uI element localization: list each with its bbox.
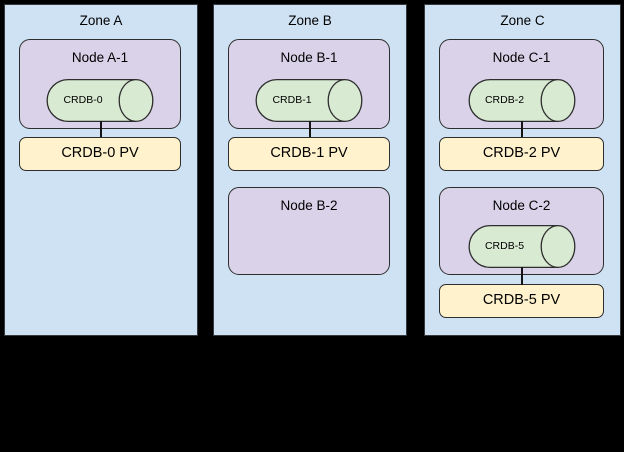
node-b1: Node B-1 CRDB-1 <box>228 39 390 129</box>
crdb-5-database-cylinder-icon: CRDB-5 <box>468 225 575 268</box>
node-a1-label: Node A-1 <box>71 50 129 65</box>
zone-c: Zone C Node C-1 CRDB-2 CRDB-2 PV Node C-… <box>424 4 621 336</box>
crdb-2-pod-label: CRDB-2 <box>484 94 525 106</box>
crdb-5-pv-box: CRDB-5 PV <box>439 284 604 318</box>
node-c1: Node C-1 CRDB-2 <box>439 39 604 129</box>
node-c2-label: Node C-2 <box>492 198 551 213</box>
node-b2-label: Node B-2 <box>280 198 338 213</box>
crdb-1-database-cylinder-icon: CRDB-1 <box>255 79 363 122</box>
zone-a: Zone A Node A-1 CRDB-0 CRDB-0 PV <box>4 4 198 336</box>
node-b1-label: Node B-1 <box>280 50 338 65</box>
connector-crdb0-to-pv-line <box>100 121 102 137</box>
crdb-2-pv-box: CRDB-2 PV <box>439 137 604 171</box>
zone-c-label: Zone C <box>500 13 545 28</box>
node-b2: Node B-2 <box>228 187 390 275</box>
zone-a-label: Zone A <box>79 13 123 28</box>
connector-crdb5-to-pv-line <box>521 267 523 285</box>
crdb-2-database-cylinder-icon: CRDB-2 <box>468 79 575 122</box>
crdb-1-pod-label: CRDB-1 <box>272 94 312 106</box>
crdb-0-pod-label: CRDB-0 <box>63 94 103 106</box>
node-c1-label: Node C-1 <box>492 50 551 65</box>
connector-crdb1-to-pv-line <box>309 121 311 137</box>
crdb-0-pv-box: CRDB-0 PV <box>19 137 181 171</box>
node-c2: Node C-2 CRDB-5 <box>439 187 604 275</box>
node-a1: Node A-1 CRDB-0 <box>19 39 181 129</box>
connector-crdb2-to-pv-line <box>521 121 523 137</box>
crdb-1-pv-box: CRDB-1 PV <box>228 137 390 171</box>
zone-b: Zone B Node B-1 CRDB-1 CRDB-1 PV Node B-… <box>213 4 407 336</box>
crdb-0-database-cylinder-icon: CRDB-0 <box>46 79 154 122</box>
crdb-5-pod-label: CRDB-5 <box>484 240 525 252</box>
zone-b-label: Zone B <box>288 13 332 28</box>
